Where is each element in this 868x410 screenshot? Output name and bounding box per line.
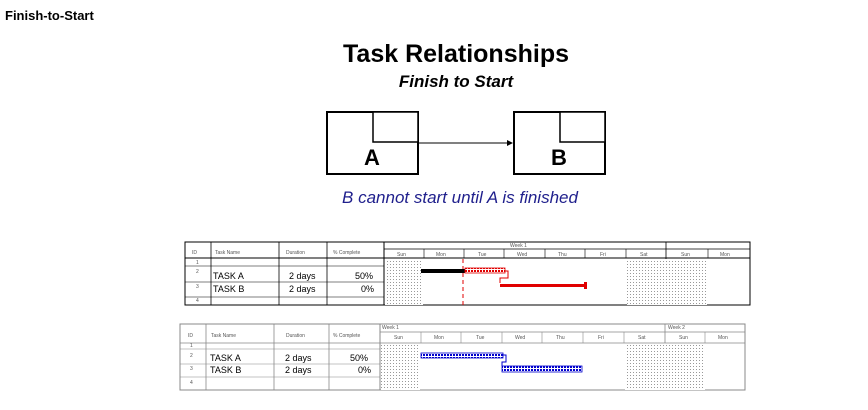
header-complete: % Complete <box>333 250 360 256</box>
day-label: Thu <box>556 335 565 341</box>
header-duration: Duration <box>286 333 305 339</box>
task-b-bar <box>501 365 583 373</box>
day-labels: Sun Mon Tue Wed Thu Fri Sat Sun Mon <box>397 252 730 258</box>
row-id: 4 <box>190 380 193 386</box>
day-label: Wed <box>515 335 525 341</box>
day-label: Wed <box>517 252 527 258</box>
task-b-bar-end <box>584 282 587 289</box>
task-a-name: TASK A <box>213 271 244 281</box>
task-a-complete: 50% <box>355 271 373 281</box>
day-labels: Sun Mon Tue Wed Thu Fri Sat Sun Mon <box>394 335 728 341</box>
day-label: Tue <box>476 335 485 341</box>
diagram-subtitle: Finish to Start <box>398 72 514 91</box>
day-label: Mon <box>720 252 730 258</box>
week-label: Week 1 <box>510 243 527 249</box>
day-label: Thu <box>558 252 567 258</box>
weekend-shade <box>627 259 707 305</box>
dependency-link <box>501 354 507 366</box>
task-b-complete: 0% <box>361 284 374 294</box>
page-heading: Finish-to-Start <box>5 8 94 23</box>
weekend-shade <box>625 344 705 390</box>
diagram-title: Task Relationships <box>343 40 569 68</box>
day-label: Mon <box>434 335 444 341</box>
day-label: Sat <box>638 335 646 341</box>
week-label: Week 2 <box>668 325 685 331</box>
weekend-shade <box>385 259 423 305</box>
header-task-name: Task Name <box>211 333 236 339</box>
task-a-duration: 2 days <box>289 271 316 281</box>
row-id: 3 <box>196 284 199 290</box>
task-a-complete: 50% <box>350 353 368 363</box>
row-id: 4 <box>196 298 199 304</box>
row-id: 2 <box>190 353 193 359</box>
task-b-bar <box>500 284 586 287</box>
day-label: Tue <box>478 252 487 258</box>
diagram-caption: B cannot start until A is finished <box>342 188 578 207</box>
task-b-duration: 2 days <box>289 284 316 294</box>
day-label: Mon <box>718 335 728 341</box>
day-label: Sun <box>681 252 690 258</box>
task-a-bar-remaining <box>420 352 504 359</box>
header-id: ID <box>192 250 197 256</box>
day-label: Sat <box>640 252 648 258</box>
day-label: Fri <box>598 335 604 341</box>
row-id: 1 <box>196 260 199 266</box>
task-a-name: TASK A <box>210 353 241 363</box>
task-b-duration: 2 days <box>285 365 312 375</box>
day-label: Sun <box>397 252 406 258</box>
header-id: ID <box>188 333 193 339</box>
task-a-bar-done <box>421 269 465 273</box>
row-id: 1 <box>190 343 193 349</box>
row-id: 3 <box>190 366 193 372</box>
week-label: Week 1 <box>382 325 399 331</box>
weekend-shade <box>381 344 420 390</box>
task-b-complete: 0% <box>358 365 371 375</box>
day-label: Sun <box>679 335 688 341</box>
header-task-name: Task Name <box>215 250 240 256</box>
row-id: 2 <box>196 269 199 275</box>
day-label: Mon <box>436 252 446 258</box>
header-duration: Duration <box>286 250 305 256</box>
day-label: Fri <box>600 252 606 258</box>
day-label: Sun <box>394 335 403 341</box>
task-a-duration: 2 days <box>285 353 312 363</box>
task-b-name: TASK B <box>213 284 244 294</box>
header-complete: % Complete <box>333 333 360 339</box>
task-b-name: TASK B <box>210 365 241 375</box>
dependency-link <box>499 270 509 283</box>
